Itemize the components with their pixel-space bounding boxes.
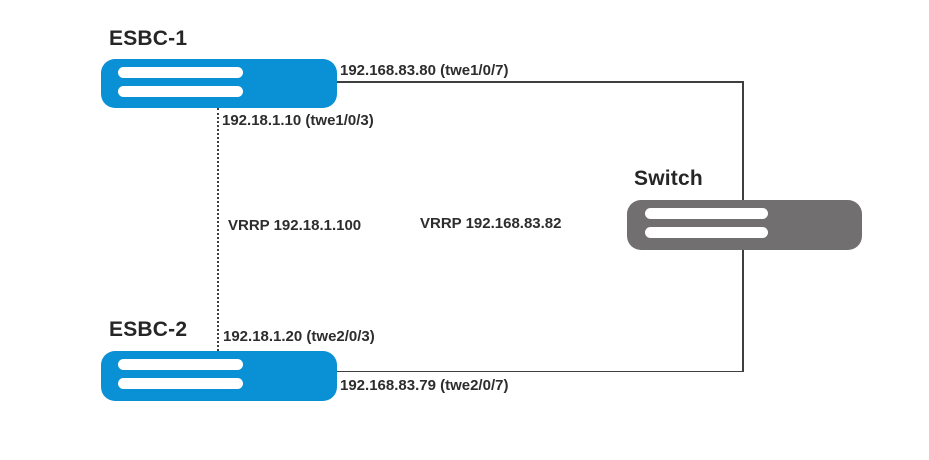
device-esbc1 <box>101 59 337 108</box>
node-label-esbc1: ESBC-1 <box>109 27 188 50</box>
vrrp-internal-label: VRRP 192.18.1.100 <box>228 217 362 234</box>
device-esbc2 <box>101 351 337 401</box>
device-slot <box>118 378 243 389</box>
device-slot <box>118 67 243 78</box>
device-slot <box>645 208 768 219</box>
interface-label-esbc1-ha: 192.18.1.10 (twe1/0/3) <box>222 112 374 129</box>
device-slot <box>118 86 243 97</box>
interface-label-esbc1-uplink: 192.168.83.80 (twe1/0/7) <box>340 62 509 79</box>
device-switch <box>627 200 862 250</box>
link-esbc2-to-switch <box>337 370 743 373</box>
ha-heartbeat-dotted-line <box>216 108 219 351</box>
node-label-esbc2: ESBC-2 <box>109 318 188 341</box>
device-slot <box>645 227 768 238</box>
interface-label-esbc2-ha: 192.18.1.20 (twe2/0/3) <box>223 328 375 345</box>
interface-label-esbc2-uplink: 192.168.83.79 (twe2/0/7) <box>340 377 509 394</box>
link-esbc1-to-switch <box>336 81 743 83</box>
vrrp-external-label: VRRP 192.168.83.82 <box>420 215 562 232</box>
node-label-switch: Switch <box>634 167 703 190</box>
device-slot <box>118 359 243 370</box>
